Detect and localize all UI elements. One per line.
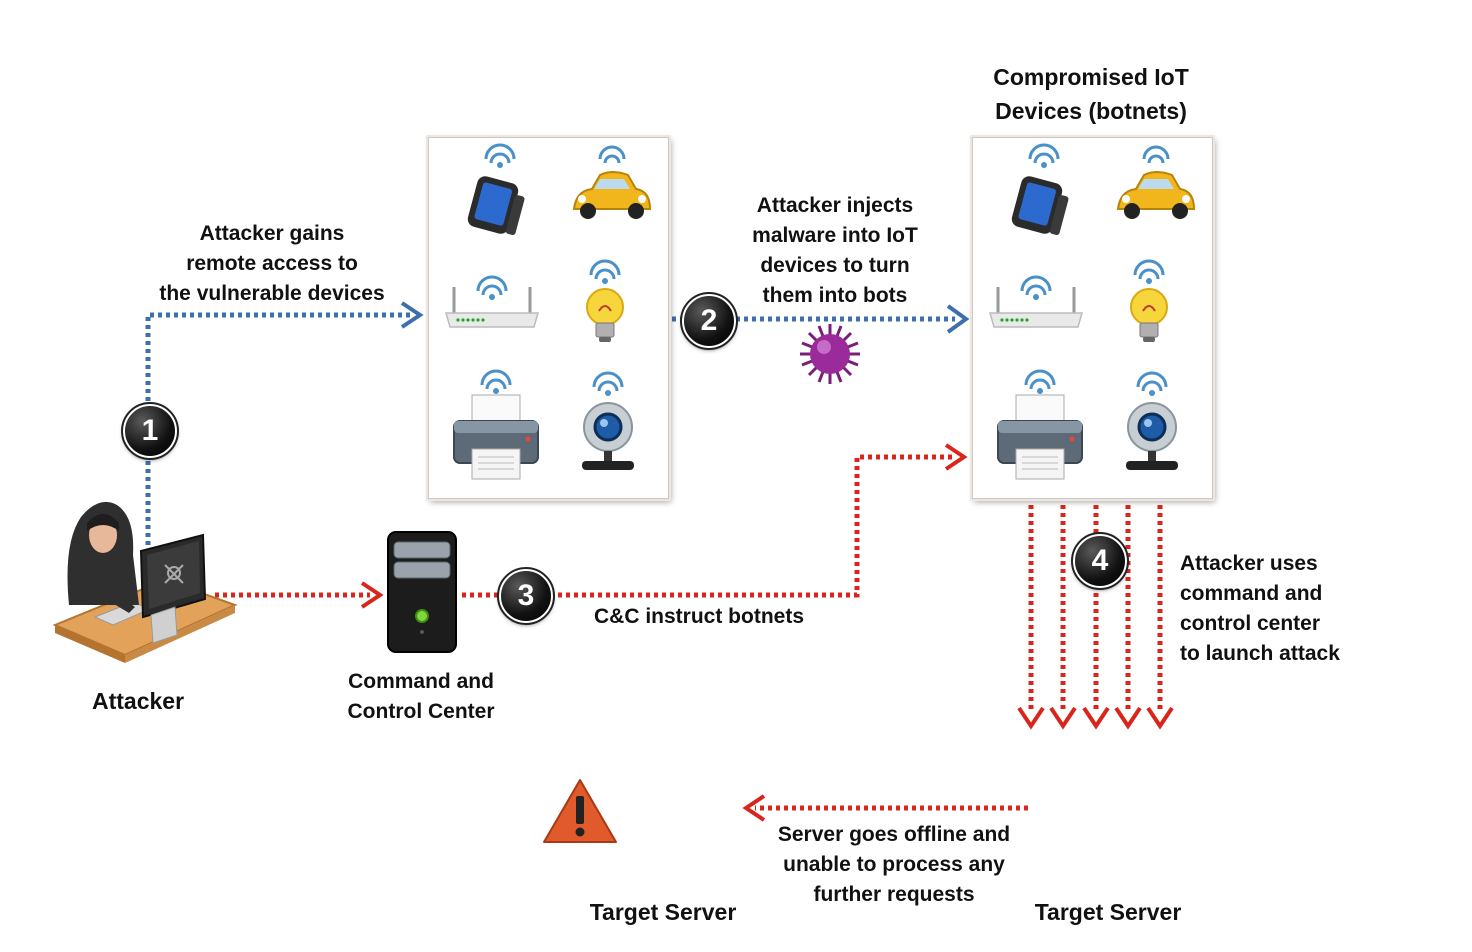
step3-badge: 3 xyxy=(497,567,555,625)
attacker-label: Attacker xyxy=(91,688,185,714)
cc-label: Command and Control Center xyxy=(347,670,495,723)
step1-badge: 1 xyxy=(121,402,179,460)
vulnerable-devices-icons xyxy=(428,137,667,497)
step4-caption: Attacker uses command and control center… xyxy=(1180,552,1340,665)
step4-badge: 4 xyxy=(1071,532,1129,590)
attacker-to-cc-arrow xyxy=(215,581,384,609)
compromised-devices-icons xyxy=(972,137,1211,497)
smartwatch-icon xyxy=(989,143,1196,480)
smartwatch-icon xyxy=(445,143,652,480)
step3-arrow xyxy=(462,443,968,598)
step2-arrow xyxy=(672,304,970,334)
step1-caption: Attacker gains remote access to the vuln… xyxy=(159,222,385,305)
step3-caption: C&C instruct botnets xyxy=(594,605,804,628)
step2-badge: 2 xyxy=(680,292,738,350)
offline-arrow xyxy=(742,794,1028,822)
target-server-left-label: Target Server xyxy=(589,899,737,925)
step1-arrow xyxy=(145,301,424,545)
step2-caption: Attacker injects malware into IoT device… xyxy=(752,194,918,307)
offline-caption: Server goes offline and unable to proces… xyxy=(777,823,1011,906)
compromised-devices-title: Compromised IoT Devices (botnets) xyxy=(993,64,1189,124)
target-server-right-label: Target Server xyxy=(1034,899,1182,925)
step4-arrows xyxy=(1017,505,1174,730)
